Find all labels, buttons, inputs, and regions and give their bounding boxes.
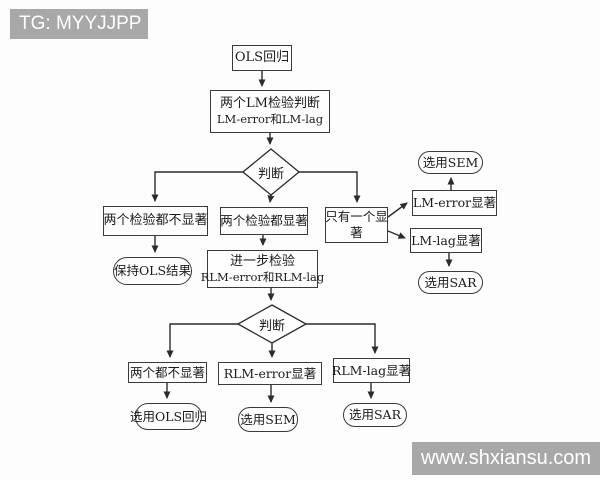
site-watermark-badge: www.shxiansu.com — [412, 442, 600, 475]
node-label: 选用SEM — [422, 154, 479, 170]
node-label-line1: 进一步检验 — [229, 253, 295, 269]
edge-decision2-to-rlmlag — [306, 323, 379, 354]
tg-watermark-badge: TG: MYYJJPP — [10, 9, 148, 39]
node-lm-test: 两个LM检验判断 LM-error和LM-lag — [210, 90, 330, 133]
node-use-sem-top: 选用SEM — [418, 151, 483, 174]
edge-decision1-to-bothsig — [267, 194, 275, 203]
node-label: 判断 — [257, 166, 284, 182]
node-label: OLS回归 — [234, 49, 290, 65]
node-keep-ols-result: 保持OLS结果 — [113, 257, 192, 285]
node-use-sem-bottom: 选用SEM — [238, 407, 298, 432]
node-both-insignificant2: 两个都不显著 — [128, 362, 207, 383]
node-decision1: 判断 — [243, 160, 299, 184]
node-label-line2: LM-error和LM-lag — [216, 112, 324, 127]
site-watermark-text: www.shxiansu.com — [420, 447, 592, 469]
node-lm-error-significant: LM-error显著 — [412, 190, 497, 216]
node-label: LM-error显著 — [412, 195, 497, 211]
node-further-test: 进一步检验 RLM-error和RLM-lag — [201, 250, 324, 288]
node-label-line2: RLM-error和RLM-lag — [200, 269, 325, 284]
node-label-line2: 著 — [350, 225, 363, 240]
node-label: 选用SAR — [348, 407, 401, 423]
node-label: 选用SEM — [240, 411, 296, 427]
decision1-diamond — [241, 148, 301, 196]
edge-decision1-to-bothinsig — [151, 171, 243, 202]
node-rlm-error-significant: RLM-error显著 — [218, 362, 322, 385]
decision2-diamond — [236, 304, 308, 344]
node-label: 选用SAR — [424, 274, 477, 290]
node-lm-lag-significant: LM-lag显著 — [410, 228, 482, 253]
node-label: 两个检验都显著 — [220, 213, 308, 229]
node-label-line1: 两个LM检验判断 — [220, 96, 320, 112]
node-ols-regression: OLS回归 — [232, 45, 292, 71]
node-label: 保持OLS结果 — [113, 263, 192, 279]
node-label: LM-lag显著 — [411, 232, 481, 248]
node-label: RLM-lag显著 — [331, 362, 412, 378]
edge-onlyone-to-lmlag — [387, 230, 406, 239]
node-use-ols-regression: 选用OLS回归 — [130, 403, 207, 430]
edge-decision2-to-bothinsig2 — [166, 323, 238, 358]
node-label: 两个检验都不显著 — [103, 212, 208, 228]
edge-decision1-to-onlyone — [299, 171, 361, 203]
node-both-tests-insignificant: 两个检验都不显著 — [103, 206, 208, 236]
node-rlm-lag-significant: RLM-lag显著 — [331, 358, 412, 383]
node-label: 两个都不显著 — [129, 364, 205, 380]
tg-watermark-text: TG: MYYJJPP — [19, 13, 142, 34]
node-label-line1: 只有一个显 — [325, 209, 388, 225]
node-only-one-significant: 只有一个显 著 — [325, 207, 388, 243]
node-decision2: 判断 — [244, 312, 300, 336]
node-use-sar-top: 选用SAR — [418, 271, 483, 294]
node-use-sar-bottom: 选用SAR — [343, 403, 407, 427]
node-label: 判断 — [258, 318, 285, 334]
node-both-tests-significant: 两个检验都显著 — [220, 207, 308, 235]
node-label: 选用OLS回归 — [129, 408, 208, 424]
node-label: RLM-error显著 — [223, 365, 317, 381]
edge-onlyone-to-lmerror — [387, 202, 408, 218]
